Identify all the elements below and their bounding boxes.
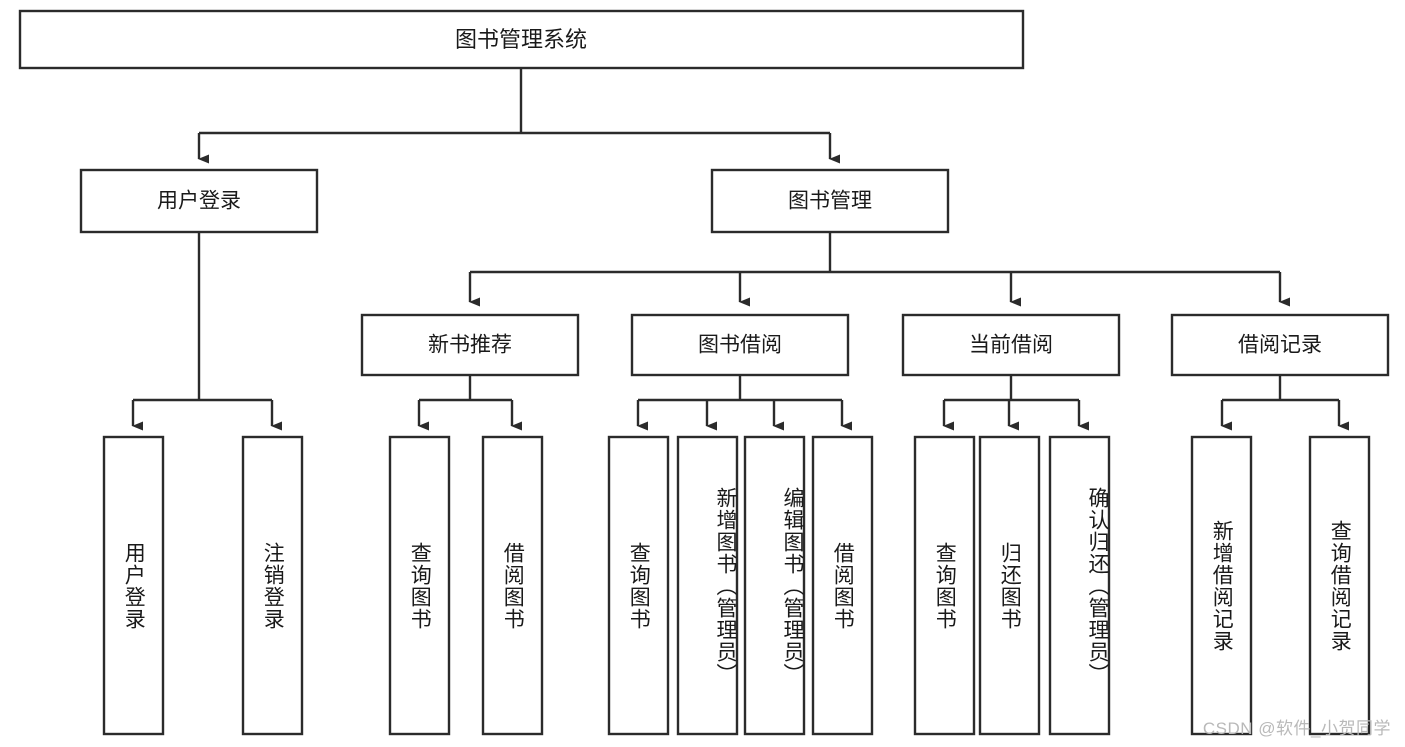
- csdn-watermark: CSDN @软件_小贺同学: [1202, 719, 1391, 738]
- leaf-box-user-login-1[interactable]: [102, 435, 165, 736]
- node-root-box[interactable]: [18, 9, 1025, 70]
- node-borrow-record-box[interactable]: [1170, 313, 1390, 377]
- node-borrow-record-label: 借阅记录: [1238, 334, 1322, 357]
- leaf-box-borrow-record-1[interactable]: [1190, 435, 1253, 736]
- node-book-management-label: 图书管理: [788, 190, 872, 213]
- leaf-box-book-borrow-4[interactable]: [811, 435, 874, 736]
- node-user-login-label: 用户登录: [157, 190, 241, 213]
- node-book-borrow-box[interactable]: [630, 313, 850, 377]
- node-user-login-box[interactable]: [79, 168, 319, 234]
- leaf-box-book-borrow-1[interactable]: [607, 435, 670, 736]
- leaf-box-user-login-2[interactable]: [241, 435, 304, 736]
- node-book-management-box[interactable]: [710, 168, 950, 234]
- leaf-box-new-book-1[interactable]: [388, 435, 451, 736]
- node-book-borrow-label: 图书借阅: [698, 334, 782, 357]
- leaf-box-book-borrow-3[interactable]: [743, 435, 806, 736]
- node-root-label: 图书管理系统: [455, 27, 587, 52]
- leaf-box-current-borrow-1[interactable]: [913, 435, 976, 736]
- leaf-box-book-borrow-2[interactable]: [676, 435, 739, 736]
- leaf-box-current-borrow-3[interactable]: [1048, 435, 1111, 736]
- node-new-book-recommend-box[interactable]: [360, 313, 580, 377]
- node-current-borrow-label: 当前借阅: [969, 334, 1053, 357]
- node-new-book-recommend-label: 新书推荐: [428, 334, 512, 357]
- leaf-box-new-book-2[interactable]: [481, 435, 544, 736]
- leaf-box-current-borrow-2[interactable]: [978, 435, 1041, 736]
- leaf-box-borrow-record-2[interactable]: [1308, 435, 1371, 736]
- node-current-borrow-box[interactable]: [901, 313, 1121, 377]
